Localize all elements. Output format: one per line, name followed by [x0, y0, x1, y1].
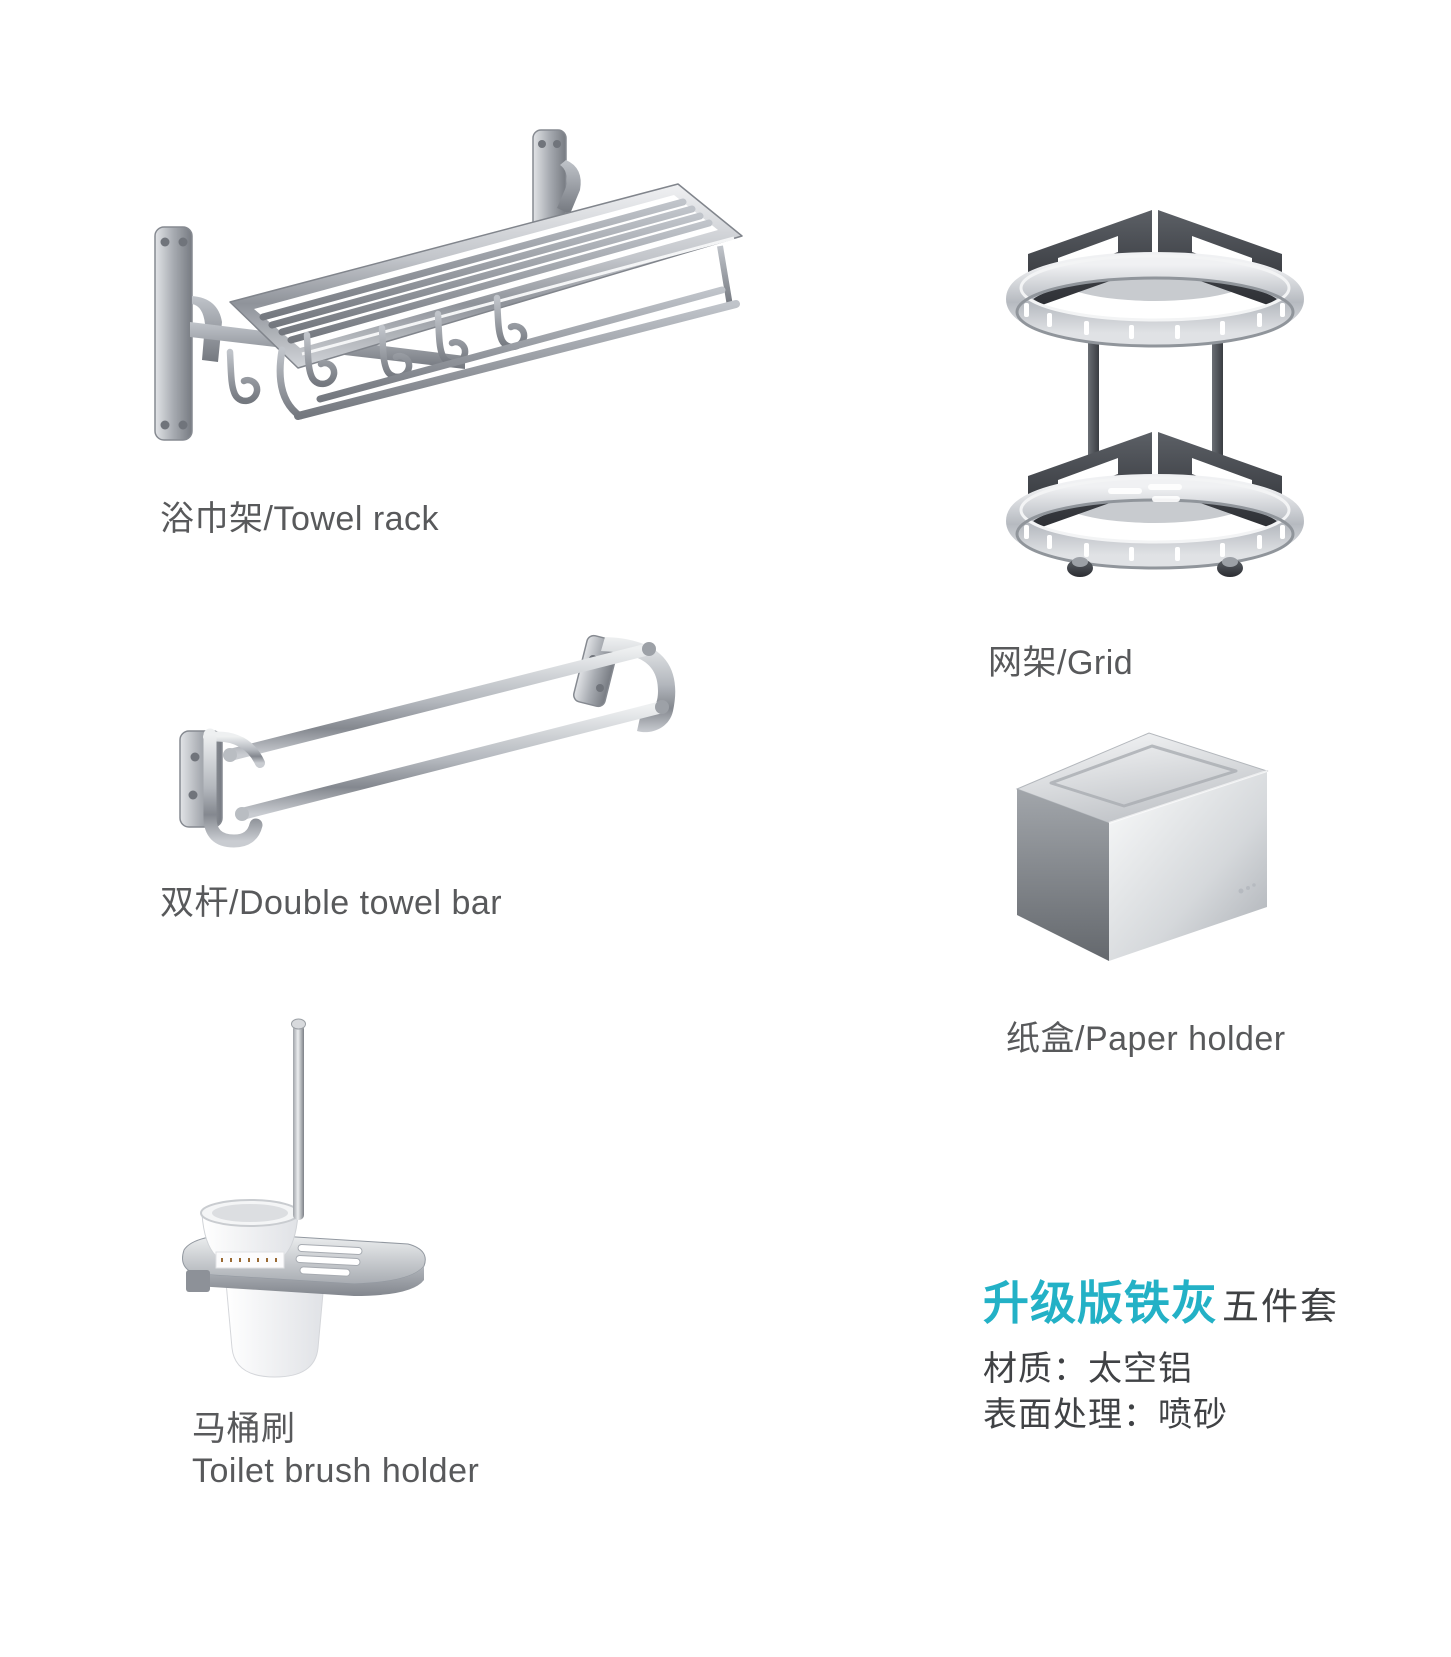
toilet-brush-image: [182, 1018, 426, 1378]
toilet-brush-label-en: Toilet brush holder: [192, 1452, 480, 1490]
paper-holder-card: [949, 709, 1279, 979]
toilet-brush-card: [150, 950, 450, 1380]
towel-rack-image: [154, 129, 743, 441]
paper-holder-label: 纸盒/Paper holder: [1006, 1020, 1286, 1058]
series-info: 升级版铁灰五件套 材质：太空铝 表面处理：喷砂: [983, 1276, 1339, 1438]
toilet-brush-label-zh: 马桶刷: [192, 1410, 296, 1448]
finish-line: 表面处理：喷砂: [983, 1396, 1228, 1434]
series-name: 升级版铁灰: [983, 1277, 1218, 1329]
grid-image: [1000, 210, 1310, 592]
double-towel-bar-label: 双杆/Double towel bar: [160, 884, 503, 922]
paper-holder-image: [1015, 732, 1269, 961]
material-line: 材质：太空铝: [983, 1350, 1193, 1388]
grid-label: 网架/Grid: [988, 644, 1134, 682]
series-piece-count: 五件套: [1222, 1286, 1339, 1327]
series-title: 升级版铁灰五件套: [983, 1276, 1339, 1334]
towel-rack-label: 浴巾架/Towel rack: [160, 500, 440, 538]
toilet-brush-label: 马桶刷 Toilet brush holder: [192, 1408, 479, 1492]
grid-card: [1000, 192, 1310, 592]
towel-rack-card: [130, 100, 830, 460]
double-towel-bar-card: [150, 585, 760, 865]
double-towel-bar-image: [179, 634, 676, 848]
series-specs: 材质：太空铝 表面处理：喷砂: [983, 1346, 1339, 1438]
